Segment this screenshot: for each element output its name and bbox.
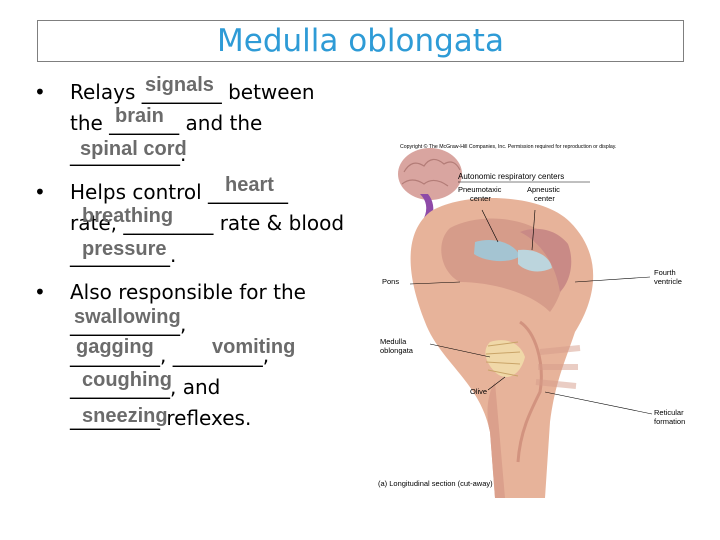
label-reticular: Reticular bbox=[654, 408, 684, 417]
copyright-note: Copyright © The McGraw-Hill Companies, I… bbox=[400, 143, 616, 150]
label-apneustic-center: center bbox=[534, 194, 555, 203]
bullet-marker: • bbox=[34, 80, 46, 104]
label-formation: formation bbox=[654, 417, 685, 426]
answer-swallowing: swallowing bbox=[74, 306, 181, 328]
label-pons: Pons bbox=[382, 277, 399, 286]
bullet-marker: • bbox=[34, 280, 46, 304]
brainstem-illustration bbox=[410, 198, 594, 498]
bullet3-line3: _________, _________, bbox=[70, 343, 270, 367]
label-pneumotaxic: Pneumotaxic bbox=[458, 185, 502, 194]
label-pneumotaxic-center: center bbox=[470, 194, 491, 203]
bullet2-line1: Helps control ________ bbox=[70, 180, 289, 204]
brainstem-figure: Copyright © The McGraw-Hill Companies, I… bbox=[370, 132, 688, 498]
answer-gagging: gagging bbox=[76, 336, 154, 358]
answer-breathing: breathing bbox=[82, 205, 174, 227]
label-oblongata: oblongata bbox=[380, 346, 414, 355]
figure-caption: (a) Longitudinal section (cut-away) bbox=[378, 479, 493, 488]
answer-heart: heart bbox=[225, 174, 274, 196]
bullet2-line2: rate, _________ rate & blood bbox=[70, 211, 345, 235]
label-medulla: Medulla bbox=[380, 337, 407, 346]
bullet2-line3: __________. bbox=[70, 243, 177, 267]
label-olive: Olive bbox=[470, 387, 487, 396]
leader-lines bbox=[409, 209, 653, 415]
answer-pressure: pressure bbox=[82, 238, 167, 260]
bullet3-line1: Also responsible for the bbox=[70, 280, 306, 304]
label-fourth: Fourth bbox=[654, 268, 676, 277]
answer-coughing: coughing bbox=[82, 369, 172, 391]
bullet1-line3: ___________. bbox=[70, 142, 187, 166]
bullet-marker: • bbox=[34, 180, 46, 204]
bullet3-line4: __________, and bbox=[70, 375, 221, 399]
title-box: Medulla oblongata bbox=[37, 20, 684, 62]
answer-spinal-cord: spinal cord bbox=[80, 138, 187, 160]
bullet1-line1: Relays ________ between bbox=[70, 80, 315, 104]
label-ventricle: ventricle bbox=[654, 277, 682, 286]
bullet1-line2: the _______ and the bbox=[70, 111, 263, 135]
bullet3-line2: ___________, bbox=[70, 312, 187, 336]
answer-brain: brain bbox=[115, 105, 164, 127]
bullet3-line5: _________ reflexes. bbox=[70, 406, 252, 430]
label-apneustic: Apneustic bbox=[527, 185, 560, 194]
slide-title: Medulla oblongata bbox=[217, 23, 504, 59]
answer-signals: signals bbox=[145, 74, 214, 96]
label-autonomic-centers: Autonomic respiratory centers bbox=[458, 172, 564, 181]
answer-vomiting: vomiting bbox=[212, 336, 296, 358]
answer-sneezing: sneezing bbox=[82, 405, 168, 427]
